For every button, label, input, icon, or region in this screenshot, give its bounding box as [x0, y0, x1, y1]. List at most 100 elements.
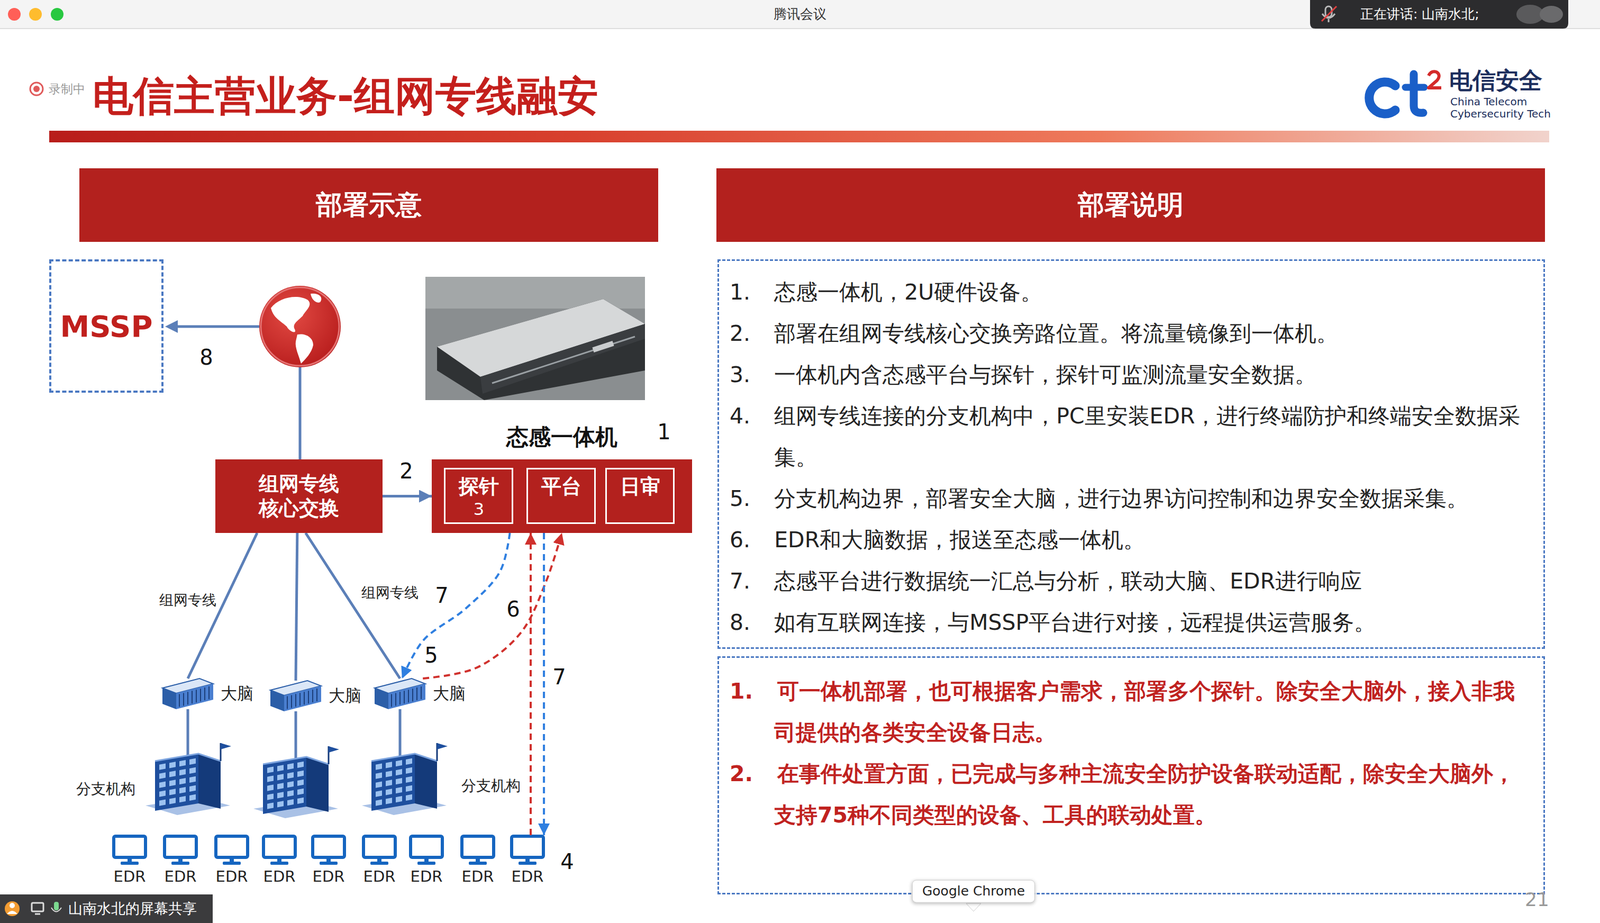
firewall-icon — [412, 688, 414, 702]
monitor-icon — [461, 835, 494, 858]
appliance-photo — [425, 276, 645, 400]
node-label: EDR — [211, 867, 252, 886]
firewall-device: 大脑 — [374, 678, 426, 709]
monitor-icon — [424, 857, 429, 862]
internet-globe — [270, 296, 310, 332]
monitor-icon — [363, 835, 396, 858]
firewall-icon — [195, 689, 197, 703]
branch-building — [267, 775, 274, 783]
firewall-icon — [187, 691, 189, 705]
branch-building — [395, 759, 403, 767]
node-label: EDR — [457, 867, 498, 886]
terminal-pc: EDR — [457, 834, 498, 886]
list-item: 4. 组网专线连接的分支机构中，PC里安装EDR，进行终端防护和终端安全数据采集… — [729, 395, 1533, 478]
branch-building — [287, 798, 294, 806]
recording-indicator — [30, 82, 43, 96]
monitor-icon — [410, 835, 443, 865]
screen-share-bar — [0, 894, 213, 923]
speaker-pill — [1328, 19, 1330, 23]
internet-globe — [310, 293, 322, 303]
monitor-icon — [171, 861, 190, 865]
screen-share-bar — [31, 902, 44, 912]
appliance-photo — [592, 340, 614, 353]
terminal-pc: EDR — [109, 834, 150, 886]
firewall-icon — [200, 688, 202, 702]
monitor-icon — [222, 861, 241, 865]
network-line — [305, 532, 400, 679]
firewall-device: 大脑 — [270, 680, 322, 712]
branch-building — [159, 763, 166, 770]
firewall-icon — [312, 689, 314, 703]
company-logo — [1369, 71, 1442, 114]
connectors — [187, 496, 562, 836]
line-label: 组网专线 — [361, 584, 419, 601]
branch-building — [297, 779, 304, 786]
branch-building — [159, 758, 196, 806]
branch-building — [179, 795, 186, 803]
internet-globe — [270, 293, 322, 364]
window-titlebar — [0, 0, 1600, 29]
node-label: 大脑 — [432, 682, 466, 705]
company-logo — [1369, 82, 1396, 114]
monitor-icon — [229, 857, 234, 862]
slide-title: 电信主营业务-组网专线融安 — [92, 69, 599, 125]
callout-number: 4 — [560, 849, 574, 874]
module-box: 日审 — [605, 467, 675, 524]
branch-building — [155, 753, 221, 761]
window-titlebar — [7, 7, 21, 21]
branch-building — [395, 786, 403, 794]
callout-number: 8 — [199, 344, 213, 370]
branch-building — [405, 767, 413, 774]
branch-building — [287, 771, 294, 779]
node-label: EDR — [109, 867, 150, 886]
window-titlebar — [0, 0, 1600, 29]
speaker-pill — [1321, 6, 1337, 22]
branch-building — [375, 790, 383, 797]
data-report-arrow — [422, 532, 562, 679]
branch-building — [189, 776, 196, 783]
terminal-pc: EDR — [406, 834, 447, 886]
monitor-icon — [468, 861, 487, 865]
branch-building — [328, 746, 340, 753]
screen-share-bar — [53, 901, 59, 911]
appliance-title: 态感一体机 — [506, 422, 618, 452]
monitor-icon — [270, 861, 289, 865]
branch-building — [267, 784, 274, 792]
monitor-icon — [120, 861, 139, 865]
monitor-icon — [326, 857, 331, 862]
node-label: EDR — [359, 867, 400, 886]
branch-building — [385, 761, 393, 768]
tooltip-pointer — [966, 903, 981, 912]
monitor-icon — [263, 835, 296, 858]
monitor-icon — [277, 857, 282, 862]
monitor-icon — [263, 835, 296, 865]
firewall-icon — [395, 692, 397, 706]
firewall-icon — [374, 678, 426, 709]
branch-building — [169, 788, 176, 795]
branch-building — [159, 772, 166, 779]
branch-building — [297, 797, 304, 804]
logo-text: 电信安全 — [1449, 67, 1543, 95]
branch-building — [437, 742, 448, 750]
monitor-icon — [215, 835, 248, 858]
window-titlebar — [29, 7, 42, 21]
appliance-photo — [480, 323, 645, 394]
firewall-icon — [204, 687, 206, 700]
node-label: EDR — [507, 867, 548, 886]
node-label: EDR — [160, 867, 201, 886]
firewall-device: 大脑 — [162, 678, 214, 709]
appliance-photo — [425, 276, 645, 400]
branch-building — [220, 742, 232, 750]
screen-share-bar — [6, 910, 18, 914]
speaker-pill — [1539, 5, 1563, 23]
monitor-icon — [215, 835, 248, 865]
company-logo — [1428, 71, 1442, 88]
monitor-icon — [178, 857, 183, 862]
network-wire — [186, 708, 190, 757]
branch-building — [297, 770, 304, 777]
firewall-icon — [307, 690, 309, 704]
firewall-icon — [178, 693, 180, 707]
data-report-arrow — [529, 532, 532, 835]
monitor-icon — [370, 861, 389, 865]
monitor-icon — [417, 861, 436, 865]
